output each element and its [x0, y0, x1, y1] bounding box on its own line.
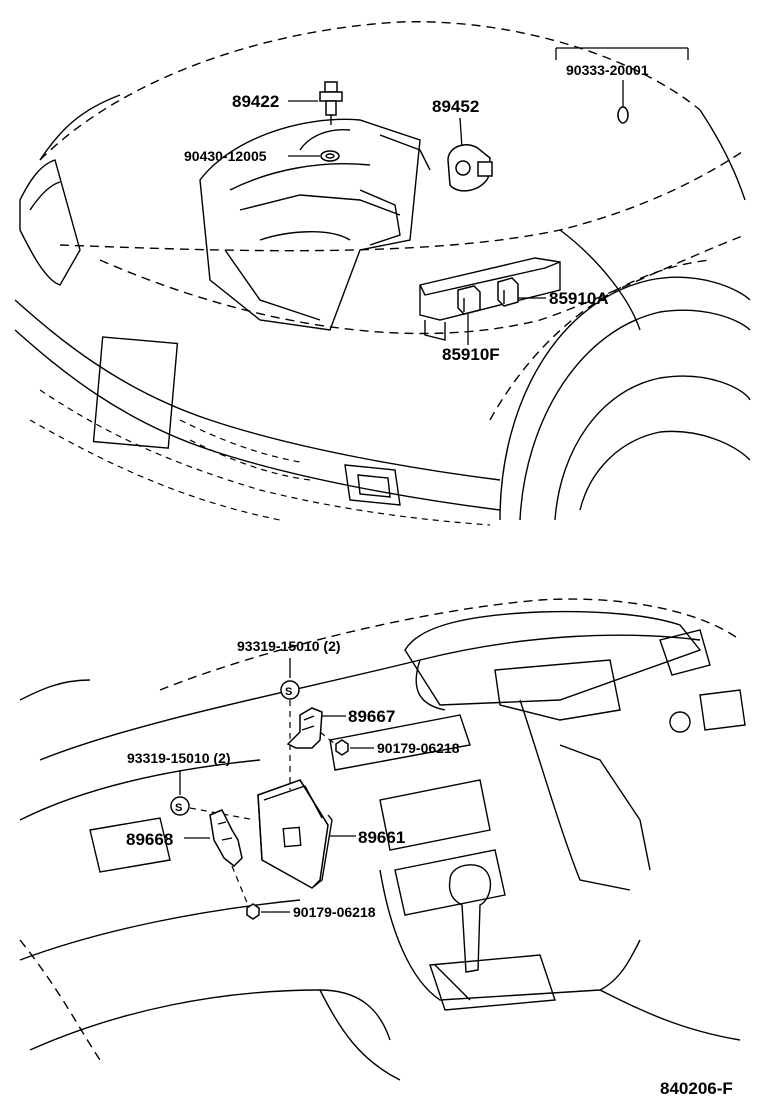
svg-text:S: S — [285, 686, 292, 698]
part-89661[interactable]: 89661 — [257, 779, 405, 889]
part-number-85910A: 85910A — [549, 289, 609, 308]
part-number-89422: 89422 — [232, 92, 279, 111]
nut-icon — [246, 903, 260, 920]
part-90179-06218-lower[interactable]: 90179-06218 — [246, 903, 376, 920]
ecu-module-icon — [257, 779, 333, 889]
car-front-illustration — [14, 21, 751, 526]
part-89668[interactable]: 89668 — [126, 809, 249, 906]
part-85910F[interactable]: 85910F — [442, 285, 500, 364]
part-90430-12005[interactable]: 90430-12005 — [184, 148, 340, 164]
part-number-85910F: 85910F — [442, 345, 500, 364]
part-number-90179-06218-upper: 90179-06218 — [377, 740, 460, 756]
dashboard-illustration — [19, 598, 746, 1081]
part-number-89661: 89661 — [358, 828, 405, 847]
svg-text:S: S — [175, 802, 182, 814]
gasket-icon — [320, 150, 340, 162]
throttle-position-sensor-icon — [447, 144, 493, 192]
part-number-90333-20001: 90333-20001 — [566, 62, 649, 78]
temperature-sensor-icon — [319, 81, 343, 125]
part-89452[interactable]: 89452 — [432, 97, 493, 192]
part-number-89668: 89668 — [126, 830, 173, 849]
nut-icon — [335, 739, 349, 756]
part-85910A[interactable]: 85910A — [497, 277, 609, 308]
part-number-93319-15010-upper: 93319-15010 (2) — [237, 638, 341, 654]
part-number-89667: 89667 — [348, 707, 395, 726]
part-89667[interactable]: 89667 — [286, 707, 395, 749]
part-number-93319-15010-lower: 93319-15010 (2) — [127, 750, 231, 766]
part-90179-06218-upper[interactable]: 90179-06218 — [335, 739, 460, 756]
bracket-icon — [286, 707, 323, 749]
part-89422[interactable]: 89422 — [232, 81, 343, 125]
screw-washer-icon — [280, 680, 300, 700]
o-ring-icon — [617, 106, 629, 124]
bracket-icon — [209, 809, 243, 868]
diagram-id: 840206-F — [660, 1079, 733, 1098]
part-90333-20001[interactable]: 90333-20001 — [555, 47, 689, 124]
part-number-90430-12005: 90430-12005 — [184, 148, 267, 164]
relay-icon — [497, 277, 519, 307]
relay-icon — [457, 285, 481, 315]
part-93319-15010-lower[interactable]: 93319-15010 (2) S — [127, 750, 256, 821]
part-number-89452: 89452 — [432, 97, 479, 116]
screw-washer-icon — [170, 796, 190, 816]
part-number-90179-06218-lower: 90179-06218 — [293, 904, 376, 920]
part-93319-15010-upper[interactable]: 93319-15010 (2) S — [237, 638, 341, 790]
